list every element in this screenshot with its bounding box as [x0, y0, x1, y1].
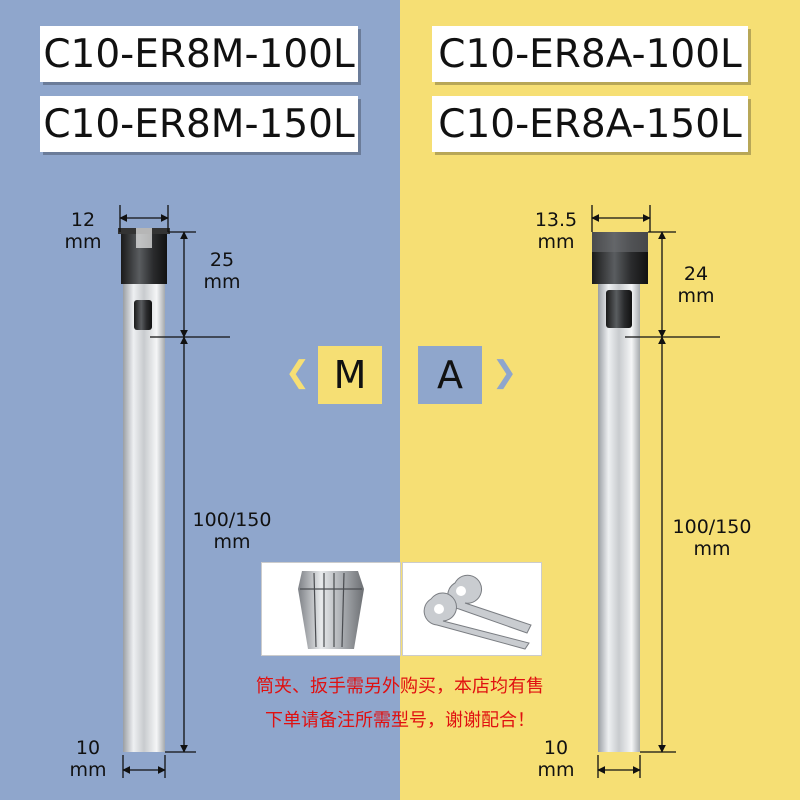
model-label-left-2: C10-ER8M-150L [40, 96, 358, 152]
right-shank-length-value: 100/150 [672, 516, 752, 538]
chevron-left-icon: ❮ [285, 355, 311, 390]
right-shank-length-unit: mm [693, 538, 731, 560]
right-shank-length-label: 100/150 mm [662, 516, 762, 560]
note-line-2: 下单请备注所需型号，谢谢配合！ [265, 710, 535, 731]
right-head-length-value: 24 [683, 263, 709, 285]
right-dimension-lines [591, 205, 720, 778]
left-head-width-unit: mm [64, 231, 102, 253]
left-head-width-value: 12 [70, 209, 96, 231]
type-badge-m: M [318, 346, 382, 404]
left-shank [123, 284, 165, 752]
right-shank-dia-value: 10 [543, 737, 569, 759]
spanner-wrench-icon [423, 574, 532, 650]
left-head-length-value: 25 [209, 249, 235, 271]
right-head-length-unit: mm [677, 285, 715, 307]
left-head-length-label: 25 mm [194, 249, 250, 293]
right-head-length-label: 24 mm [668, 263, 724, 307]
left-shank-dia-value: 10 [75, 737, 101, 759]
right-toolholder [592, 232, 648, 752]
model-label-right-1: C10-ER8A-100L [432, 26, 748, 82]
note-line-1: 筒夹、扳手需另外购买，本店均有售 [256, 676, 544, 697]
right-head-width-unit: mm [537, 231, 575, 253]
type-badge-a: A [418, 346, 482, 404]
collet-photo [261, 562, 401, 656]
left-shank-length-value: 100/150 [192, 509, 272, 531]
left-shank-length-unit: mm [213, 531, 251, 553]
chevron-right-icon: ❯ [492, 355, 518, 390]
left-dimension-lines [119, 205, 230, 778]
wrench-photo [402, 562, 542, 656]
right-shank-dia-unit: mm [537, 759, 575, 781]
right-head-width-label: 13.5 mm [526, 209, 586, 253]
left-shank-dia-label: 10 mm [62, 737, 114, 781]
collet-icon [298, 571, 364, 649]
right-shank-dia-label: 10 mm [530, 737, 582, 781]
model-label-left-1: C10-ER8M-100L [40, 26, 358, 82]
model-label-right-2: C10-ER8A-150L [432, 96, 748, 152]
right-shank [598, 284, 640, 752]
left-toolholder [118, 228, 170, 752]
left-shank-length-label: 100/150 mm [182, 509, 282, 553]
left-head-width-label: 12 mm [58, 209, 108, 253]
left-shank-dia-unit: mm [69, 759, 107, 781]
left-head-length-unit: mm [203, 271, 241, 293]
right-head-width-value: 13.5 [534, 209, 578, 231]
